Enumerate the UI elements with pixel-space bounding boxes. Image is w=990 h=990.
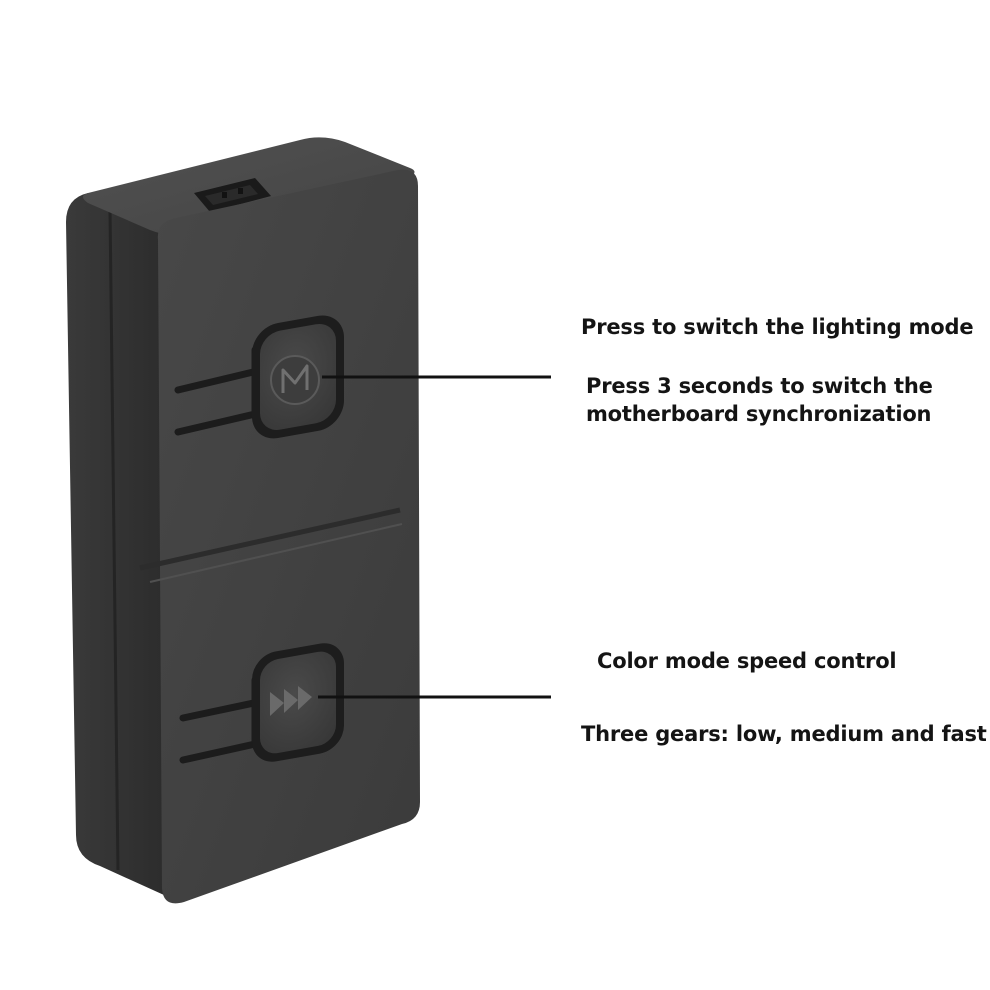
mode-button-title: Press to switch the lighting mode [581,315,974,339]
speed-button-title: Color mode speed control [597,649,897,673]
mode-button-desc-line2: motherboard synchronization [586,402,932,426]
device-side-seam [108,209,120,871]
speed-button[interactable] [252,639,344,765]
speed-button-desc: Three gears: low, medium and fast [581,722,987,746]
device-divider-groove [139,507,401,571]
usb-port [194,178,271,212]
device-divider-highlight [149,523,403,583]
mode-button-desc-line1: Press 3 seconds to switch the [586,374,933,398]
mode-button[interactable] [252,311,344,442]
letter-m-icon [281,364,309,393]
device-side-face [66,193,175,900]
fast-forward-arrows-icon [270,686,312,716]
